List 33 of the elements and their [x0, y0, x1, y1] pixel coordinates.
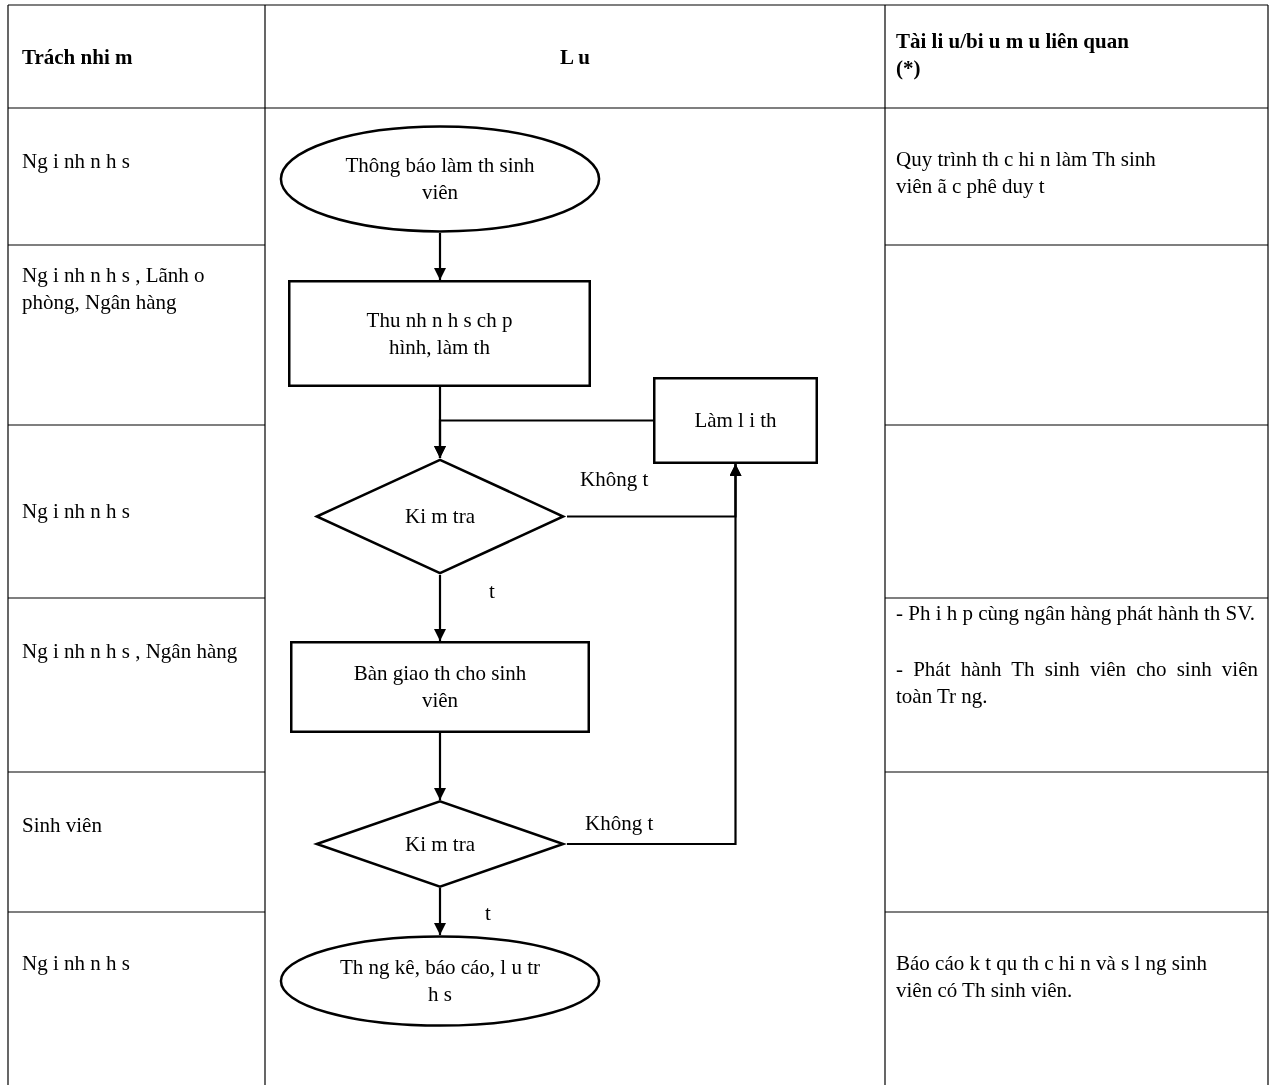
document-text: Báo cáo k t qu th c hi n và s l ng sinh viên có Th sinh viên.: [896, 950, 1208, 1004]
arrow: [434, 575, 446, 641]
step-text: Làm l i th: [693, 407, 778, 434]
decision-diamond: [313, 458, 567, 575]
responsibility-text: Ng i nh n h s , Lãnh o phòng, Ngân hàng: [22, 262, 206, 316]
document-text: - Ph i h p cùng ngân hàng phát hành th SV.: [896, 600, 1256, 627]
document-text: - Phát hành Th sinh viên cho sinh viên toàn Tr ng.: [896, 656, 1258, 710]
terminal-ellipse: [279, 935, 601, 1027]
step-text: Ki m tra: [404, 503, 476, 530]
column-header: Trách nhi m: [22, 44, 134, 71]
decision-diamond: [313, 800, 567, 888]
column-header: Tài li u/bi u m u liên quan (*): [896, 28, 1130, 82]
responsibility-text: Ng i nh n h s: [22, 148, 131, 175]
arrow: [434, 233, 446, 280]
responsibility-text: Ng i nh n h s , Ngân hàng: [22, 638, 239, 665]
step-text: Thông báo làm th sinh viên: [344, 152, 536, 206]
step-text: Th ng kê, báo cáo, l u tr h s: [339, 954, 541, 1008]
step-text: Ki m tra: [404, 830, 476, 858]
terminal-ellipse: [279, 125, 601, 233]
responsibility-text: Ng i nh n h s: [22, 498, 131, 525]
process-box: [653, 377, 818, 464]
arrow: [434, 888, 446, 935]
responsibility-text: Sinh viên: [22, 812, 103, 839]
arrow: [434, 733, 446, 800]
responsibility-text: Ng i nh n h s: [22, 950, 131, 977]
step-text: Bàn giao th cho sinh viên: [352, 660, 528, 714]
arrow: [434, 419, 653, 458]
step-text: Thu nh n h s ch p hình, làm th: [365, 306, 514, 361]
column-header: L u: [559, 44, 591, 71]
process-box: [290, 641, 590, 733]
process-box: [288, 280, 591, 387]
document-text: Quy trình th c hi n làm Th sinh viên ã c phê duy t: [896, 146, 1157, 200]
arrow: [567, 464, 742, 846]
